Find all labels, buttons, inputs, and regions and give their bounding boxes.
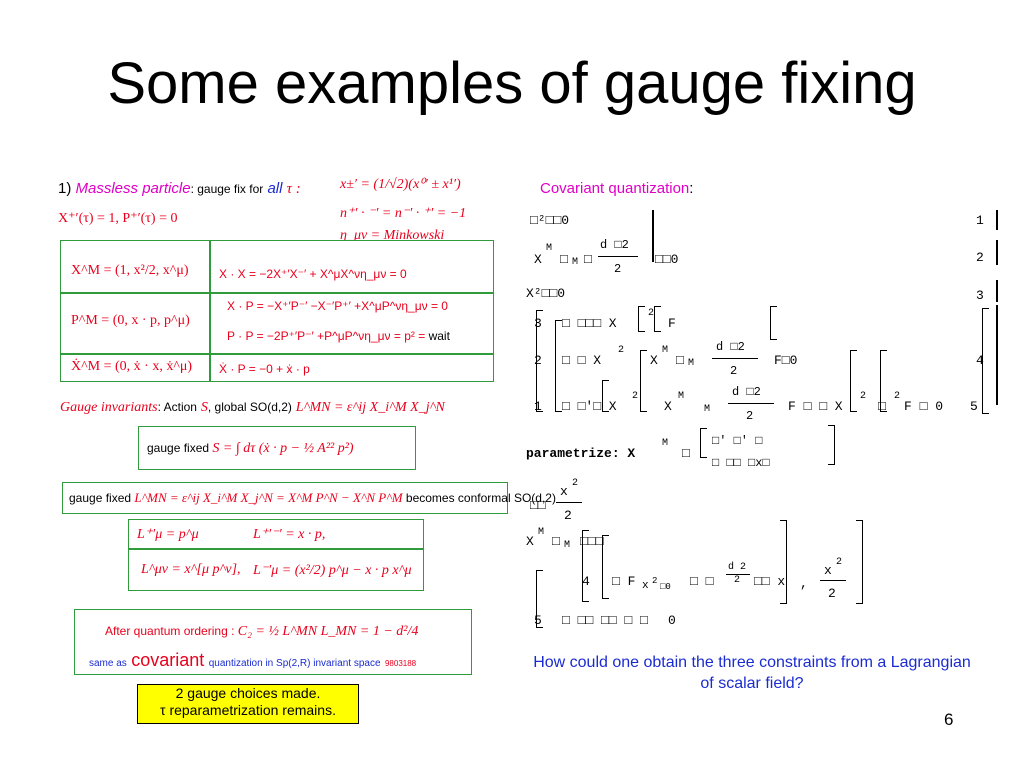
gauge-condition-eq: X⁺′(τ) = 1, P⁺′(τ) = 0	[58, 211, 178, 226]
covariant-quantization-heading: Covariant quantization:	[540, 180, 694, 197]
p-dot-p-eq: P · P = −2P⁺′P⁻′ +P^μP^νη_μν = p² = wait	[227, 329, 450, 343]
p-vector-eq: P^M = (0, x · p, p^μ)	[71, 313, 190, 328]
xdot-vector-eq: Ẋ^M = (0, ẋ · x, ẋ^μ)	[71, 359, 193, 374]
x-dot-x-eq: X · X = −2X⁺′X⁻′ + X^μX^νη_μν = 0	[219, 267, 407, 281]
slide-title: Some examples of gauge fixing	[107, 51, 917, 116]
lagrangian-question: How could one obtain the three constrain…	[533, 654, 971, 692]
constraints-box: X^M = (1, x²/2, x^μ) X · X = −2X⁺′X⁻′ + …	[60, 240, 494, 382]
x-vector-eq: X^M = (1, x²/2, x^μ)	[71, 263, 189, 278]
item-number: 1)	[58, 180, 72, 197]
metric-n-eq: n⁺′ · ⁻′ = n⁻′ · ⁺′ = −1	[340, 206, 467, 221]
massless-heading: 1) Massless particle: gauge fix for all …	[58, 180, 301, 198]
gauge-invariants-label: Gauge invariants	[60, 400, 158, 415]
xdot-dot-p-eq: Ẋ · P = −0 + ẋ · p	[219, 362, 310, 376]
reference-number: 9803188	[384, 659, 417, 668]
covariant-label: covariant	[131, 650, 205, 670]
wait-label: wait	[428, 329, 450, 343]
massless-particle-label: Massless particle	[75, 180, 191, 197]
l-mu-nu-eq: L^μν = x^[μ p^ν],	[141, 562, 241, 577]
quantum-ordering-box: After quantum ordering : C₂ = ½ L^MN L_M…	[74, 609, 472, 675]
gauge-choices-note: 2 gauge choices made. τ reparametrizatio…	[137, 684, 359, 724]
x-dot-p-eq: X · P = −X⁺′P⁻′ −X⁻′P⁺′ +X^μP^νη_μν = 0	[227, 299, 448, 313]
all-label: all	[267, 180, 283, 197]
becomes-conformal-label: becomes conformal SO(d,2)	[405, 491, 556, 505]
metric-eta-eq: η_μν = Minkowski	[340, 228, 445, 243]
lmn-def-eq: L^MN = ε^ij X_i^M X_j^N	[295, 400, 445, 415]
tau-label: τ :	[286, 181, 301, 197]
gauge-fixed-l-box: gauge fixed L^MN = ε^ij X_i^M X_j^N = X^…	[62, 482, 556, 514]
l-minus-mu-eq: L⁻′μ = (x²/2) p^μ − x · p x^μ	[253, 563, 412, 578]
lmn-gauge-fixed-eq: L^MN = ε^ij X_i^M X_j^N = X^M P^N − X^N …	[134, 490, 403, 505]
gauge-invariants-line: Gauge invariants: Action S, global SO(d,…	[60, 400, 445, 415]
l-components-box: L⁺′μ = p^μ L⁺′⁻′ = x · p, L^μν = x^[μ p^…	[128, 519, 424, 591]
l-plus-mu-eq: L⁺′μ = p^μ	[137, 527, 199, 542]
casimir-eq: C₂ = ½ L^MN L_MN = 1 − d²/4	[237, 624, 419, 639]
after-quantum-label: After quantum ordering :	[105, 624, 235, 638]
lightcone-def-eq: x±′ = (1/√2)(x⁰′ ± x¹′)	[340, 177, 461, 192]
gauge-fixed-action-box: gauge fixed S = ∫ dτ (ẋ · p − ½ A²² p²)	[138, 426, 416, 470]
l-plus-minus-eq: L⁺′⁻′ = x · p,	[253, 527, 326, 542]
action-eq: S = ∫ dτ (ẋ · p − ½ A²² p²)	[212, 441, 354, 456]
page-number: 6	[944, 710, 954, 729]
gauge-fix-for-label: : gauge fix for	[190, 182, 264, 196]
